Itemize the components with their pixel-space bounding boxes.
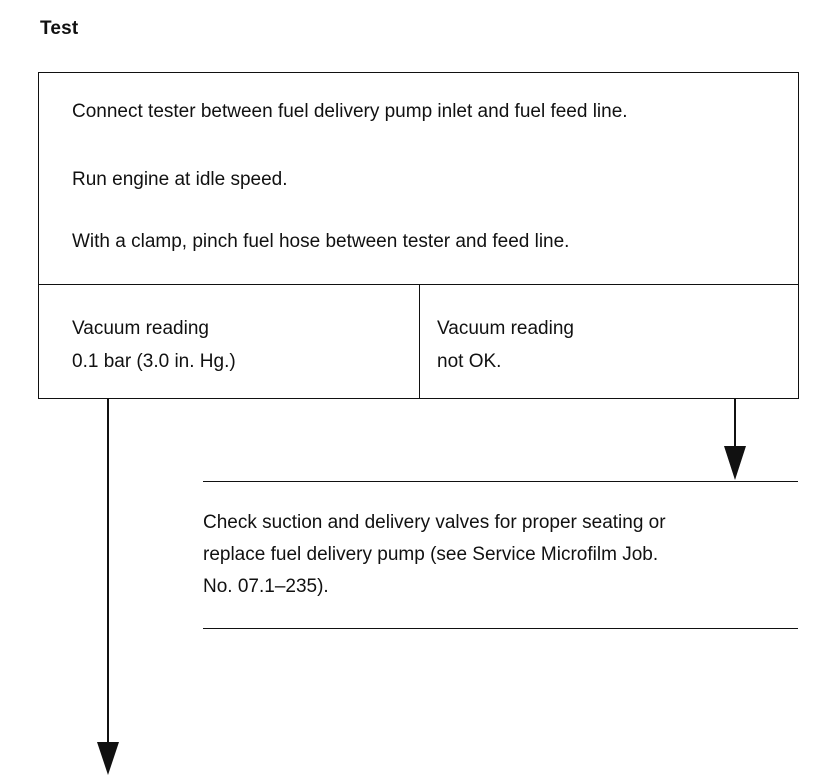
result-ok-line2: 0.1 bar (3.0 in. Hg.) bbox=[72, 351, 236, 372]
action-line: Check suction and delivery valves for pr… bbox=[203, 512, 666, 533]
action-rule-bottom bbox=[203, 628, 798, 629]
corrective-action-text: Check suction and delivery valves for pr… bbox=[203, 507, 803, 603]
results-divider-horizontal bbox=[39, 284, 798, 285]
test-procedure-box: Connect tester between fuel delivery pum… bbox=[38, 72, 799, 399]
section-heading: Test bbox=[40, 18, 79, 39]
action-line: No. 07.1–235). bbox=[203, 576, 329, 597]
test-step-connect-tester: Connect tester between fuel delivery pum… bbox=[72, 101, 628, 122]
action-rule-top bbox=[203, 481, 798, 482]
results-divider-vertical bbox=[419, 284, 420, 398]
test-step-run-engine: Run engine at idle speed. bbox=[72, 169, 288, 190]
arrow-not-ok-down bbox=[724, 398, 746, 480]
result-ok-line1: Vacuum reading bbox=[72, 318, 209, 339]
result-ok-cell: Vacuum reading 0.1 bar (3.0 in. Hg.) bbox=[72, 312, 236, 378]
action-line: replace fuel delivery pump (see Service … bbox=[203, 544, 659, 565]
result-not-ok-line1: Vacuum reading bbox=[437, 318, 574, 339]
test-step-pinch-hose: With a clamp, pinch fuel hose between te… bbox=[72, 231, 570, 252]
arrow-ok-down bbox=[97, 398, 119, 775]
result-not-ok-line2: not OK. bbox=[437, 351, 502, 372]
result-not-ok-cell: Vacuum reading not OK. bbox=[437, 312, 574, 378]
